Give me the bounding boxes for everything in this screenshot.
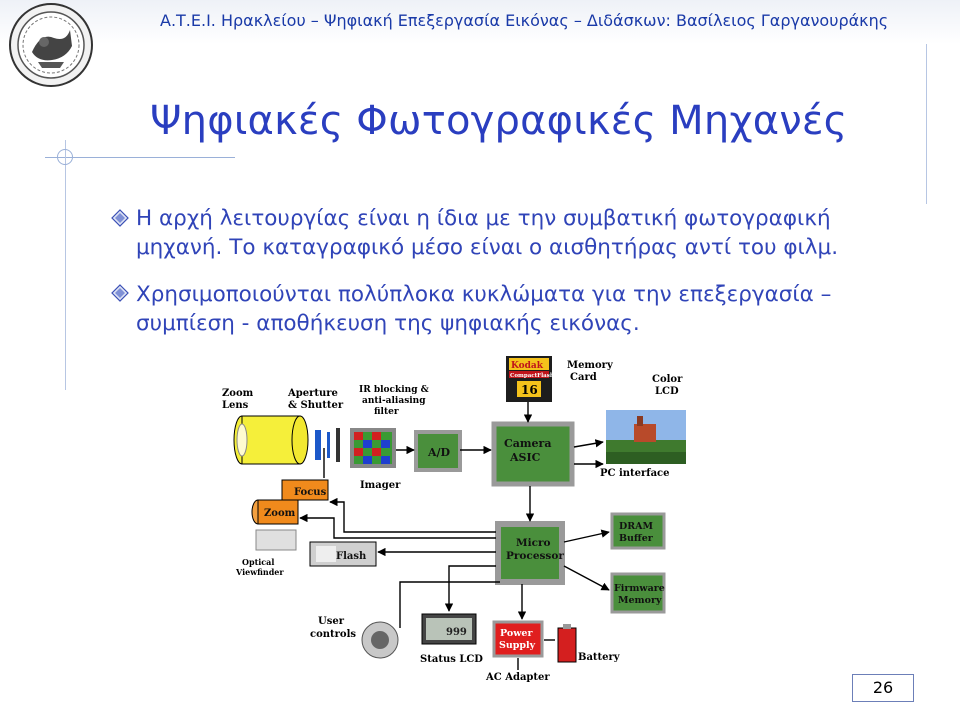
title-underline (45, 157, 235, 158)
ad-converter-chip: A/D (414, 430, 462, 472)
imager-chip (350, 428, 396, 468)
viewfinder-body (255, 529, 297, 551)
battery (557, 624, 577, 663)
focus-motor: Focus (281, 479, 329, 501)
status-lcd: 999 (421, 613, 477, 645)
diamond-bullet-icon (111, 284, 129, 302)
connection-lines (299, 402, 610, 670)
imager-label: Imager (360, 480, 401, 491)
color-lcd-image (606, 410, 686, 464)
user-controls-dial (361, 621, 399, 659)
bullet-1: Η αρχή λειτουργίας είναι η ίδια με την σ… (136, 204, 838, 262)
status-lcd-label: Status LCD (420, 654, 483, 665)
slide-title: Ψηφιακές Φωτογραφικές Μηχανές (150, 98, 848, 144)
kodak-brand-text: Kodak (511, 361, 544, 371)
ir-filter (336, 428, 340, 462)
bullet-2: Χρησιμοποιούνται πολύπλοκα κυκλώματα για… (136, 280, 831, 338)
header-text: Α.Τ.Ε.Ι. Ηρακλείου – Ψηφιακή Επεξεργασία… (160, 11, 889, 30)
kodak-product-text: CompactFlash (510, 373, 554, 379)
aperture-shutter (315, 430, 321, 460)
kodak-compactflash-card: Kodak CompactFlash 16 (506, 356, 554, 402)
bullet-2-line-1: Χρησιμοποιούνται πολύπλοκα κυκλώματα για… (136, 282, 832, 307)
header-bar (0, 0, 960, 44)
ad-label: A/D (427, 446, 451, 459)
diamond-bullet-icon (111, 209, 129, 227)
right-accent-line (926, 44, 927, 204)
ac-adapter-label: AC Adapter (485, 672, 550, 683)
pc-interface-label: PC interface (600, 468, 670, 479)
flash-unit: Flash (309, 541, 377, 567)
kodak-size-text: 16 (521, 383, 538, 397)
page-number: 26 (852, 674, 914, 702)
zoom-motor: Zoom (251, 499, 299, 525)
bullet-1-line-2: μηχανή. Το καταγραφικό μέσο είναι ο αισθ… (136, 235, 839, 260)
accent-circle (57, 149, 73, 165)
left-accent-line (65, 140, 66, 390)
svg-text:Zoom: Zoom (264, 508, 296, 519)
bullet-1-line-1: Η αρχή λειτουργίας είναι η ίδια με την σ… (136, 206, 831, 231)
status-lcd-digits: 999 (446, 627, 467, 638)
svg-text:Focus: Focus (294, 487, 327, 498)
aperture-shutter-label: Aperture& Shutter (287, 388, 344, 411)
zoom-lens (233, 415, 309, 465)
battery-label: Battery (578, 652, 621, 663)
institution-logo (9, 3, 93, 87)
svg-text:Flash: Flash (336, 551, 367, 562)
bullet-2-line-2: συμπίεση - αποθήκευση της ψηφιακής εικόν… (136, 311, 640, 336)
